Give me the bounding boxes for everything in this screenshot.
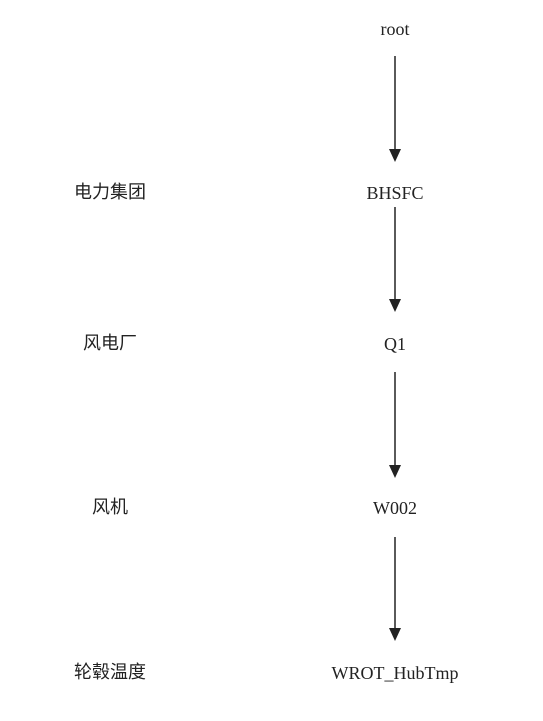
- node-turbine: W002: [373, 498, 417, 518]
- arrow-group-to-plant: [389, 207, 401, 312]
- category-label-plant: 风电厂: [83, 333, 137, 354]
- category-label-group: 电力集团: [74, 182, 146, 203]
- node-root: root: [380, 19, 410, 39]
- arrow-root-to-group: [389, 56, 401, 162]
- node-measurement: WROT_HubTmp: [331, 663, 459, 683]
- category-label-measurement: 轮毂温度: [74, 662, 146, 683]
- arrow-turbine-to-measurement: [389, 537, 401, 641]
- category-label-turbine: 风机: [92, 497, 128, 518]
- node-group: BHSFC: [366, 183, 424, 203]
- arrow-plant-to-turbine: [389, 372, 401, 478]
- node-plant: Q1: [384, 334, 406, 354]
